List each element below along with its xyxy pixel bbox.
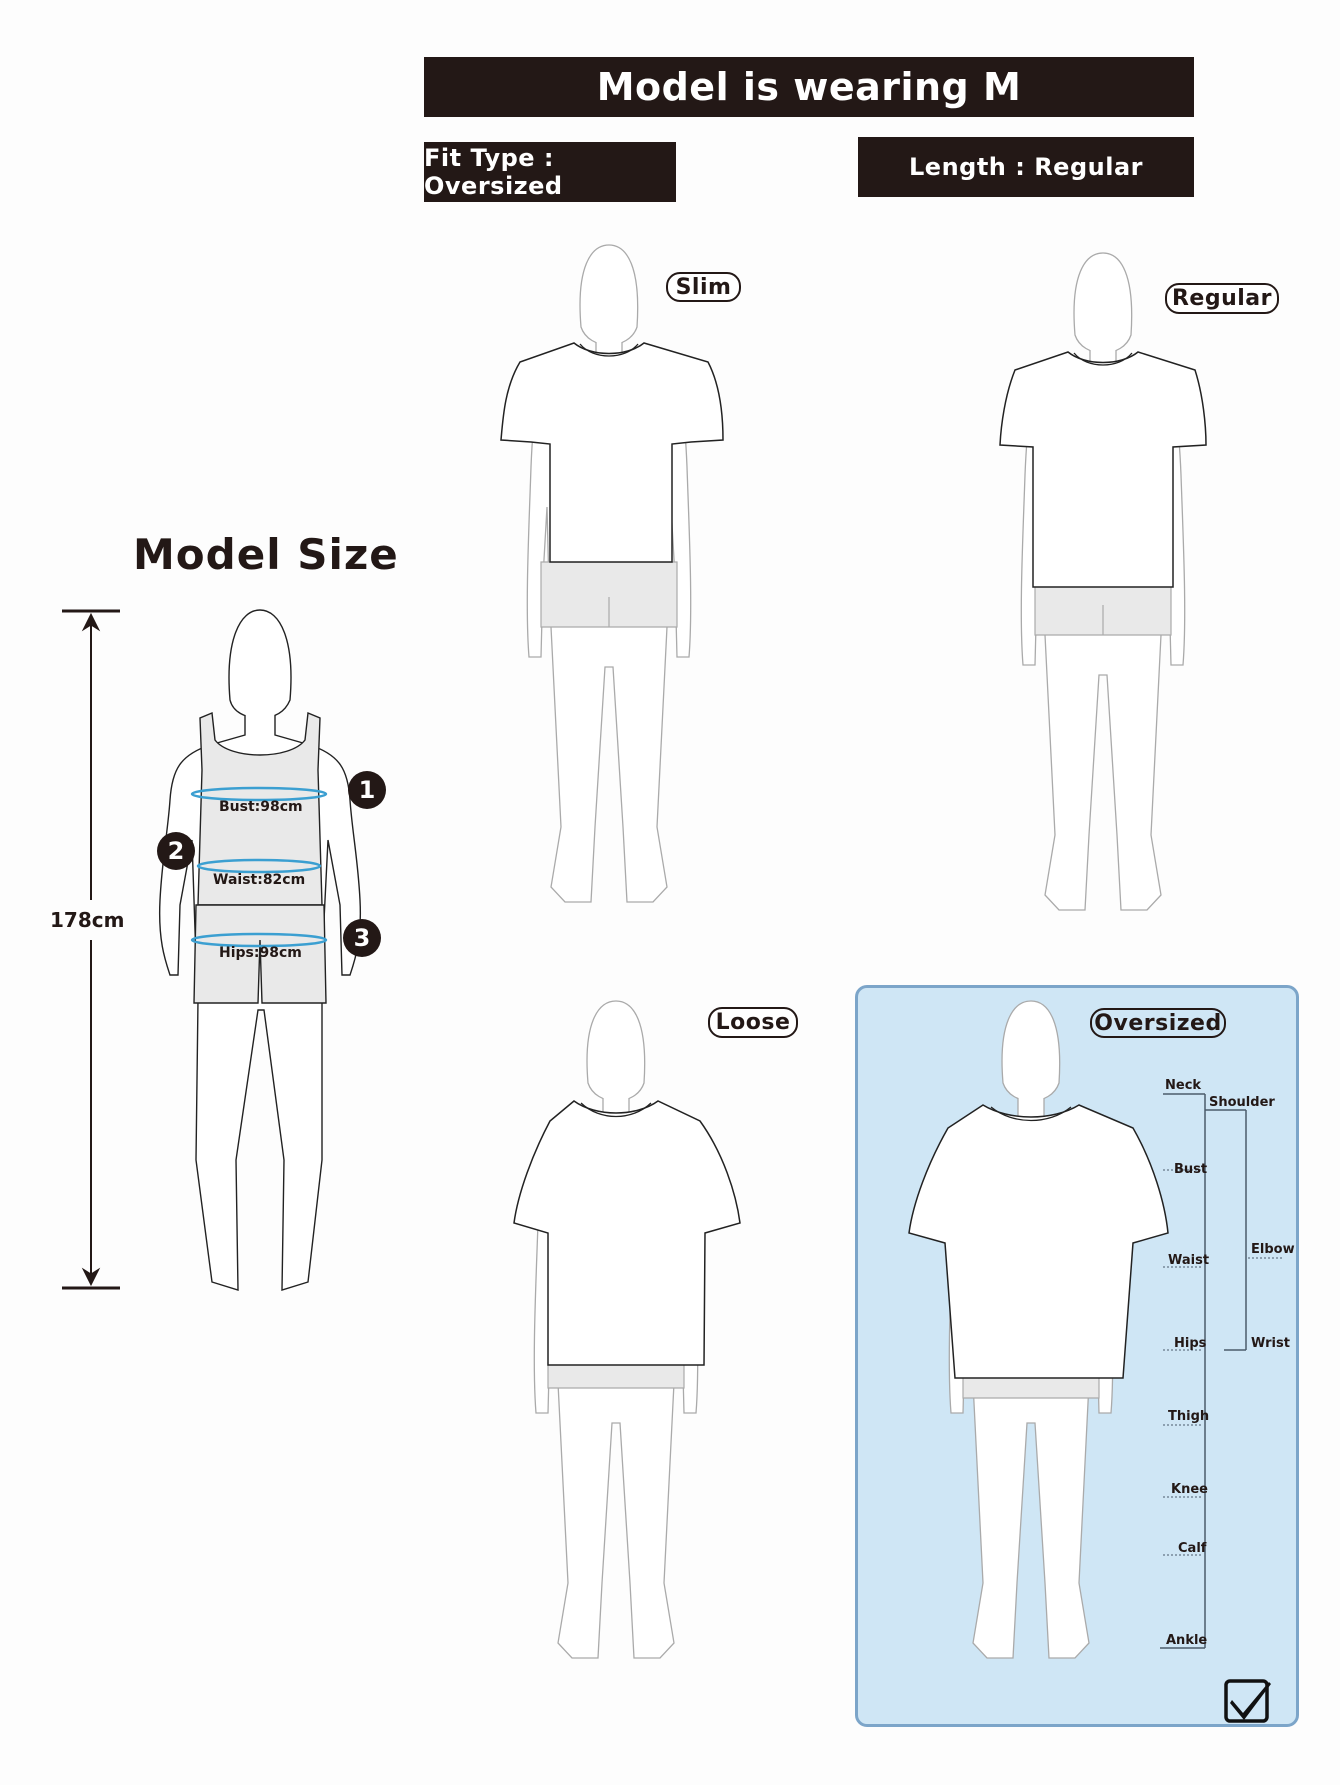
fit-oversized-label: Oversized bbox=[1090, 1008, 1226, 1038]
badge-2: 2 bbox=[157, 832, 195, 870]
height-arrow bbox=[62, 609, 120, 1290]
fit-type-banner: Fit Type : Oversized bbox=[424, 142, 676, 202]
label-thigh: Thigh bbox=[1168, 1409, 1210, 1424]
label-ankle: Ankle bbox=[1166, 1633, 1208, 1648]
label-hips: Hips bbox=[1174, 1336, 1207, 1351]
measurement-rings bbox=[190, 786, 328, 948]
fit-regular-label: Regular bbox=[1165, 283, 1279, 314]
length-label: Length : Regular bbox=[909, 153, 1143, 181]
fit-loose-label: Loose bbox=[708, 1007, 798, 1038]
length-banner: Length : Regular bbox=[858, 137, 1194, 197]
label-calf: Calf bbox=[1178, 1541, 1207, 1556]
waist-measurement: Waist:82cm bbox=[213, 872, 306, 888]
banner-title: Model is wearing M bbox=[596, 65, 1022, 109]
fit-type-label: Fit Type : Oversized bbox=[424, 144, 563, 200]
length-guide-lines bbox=[1160, 1093, 1284, 1649]
oversized-figure bbox=[908, 1000, 1169, 1659]
label-bust: Bust bbox=[1174, 1162, 1208, 1177]
fit-slim-label: Slim bbox=[666, 272, 741, 302]
checkbox-checked-icon bbox=[1224, 1679, 1271, 1723]
label-waist: Waist bbox=[1168, 1253, 1210, 1268]
loose-figure bbox=[513, 1000, 741, 1659]
label-knee: Knee bbox=[1171, 1482, 1208, 1497]
label-neck: Neck bbox=[1165, 1078, 1202, 1093]
model-figure bbox=[158, 609, 362, 1291]
model-size-title: Model Size bbox=[133, 530, 399, 579]
regular-figure bbox=[999, 252, 1207, 911]
label-wrist: Wrist bbox=[1251, 1336, 1290, 1351]
badge-1: 1 bbox=[348, 771, 386, 809]
badge-3: 3 bbox=[343, 919, 381, 957]
hips-measurement: Hips:98cm bbox=[219, 945, 302, 961]
slim-figure bbox=[500, 244, 724, 903]
model-size-banner: Model is wearing M bbox=[424, 57, 1194, 117]
label-shoulder: Shoulder bbox=[1209, 1095, 1275, 1110]
height-label: 178cm bbox=[50, 908, 125, 932]
bust-measurement: Bust:98cm bbox=[219, 799, 303, 815]
label-elbow: Elbow bbox=[1251, 1242, 1295, 1257]
